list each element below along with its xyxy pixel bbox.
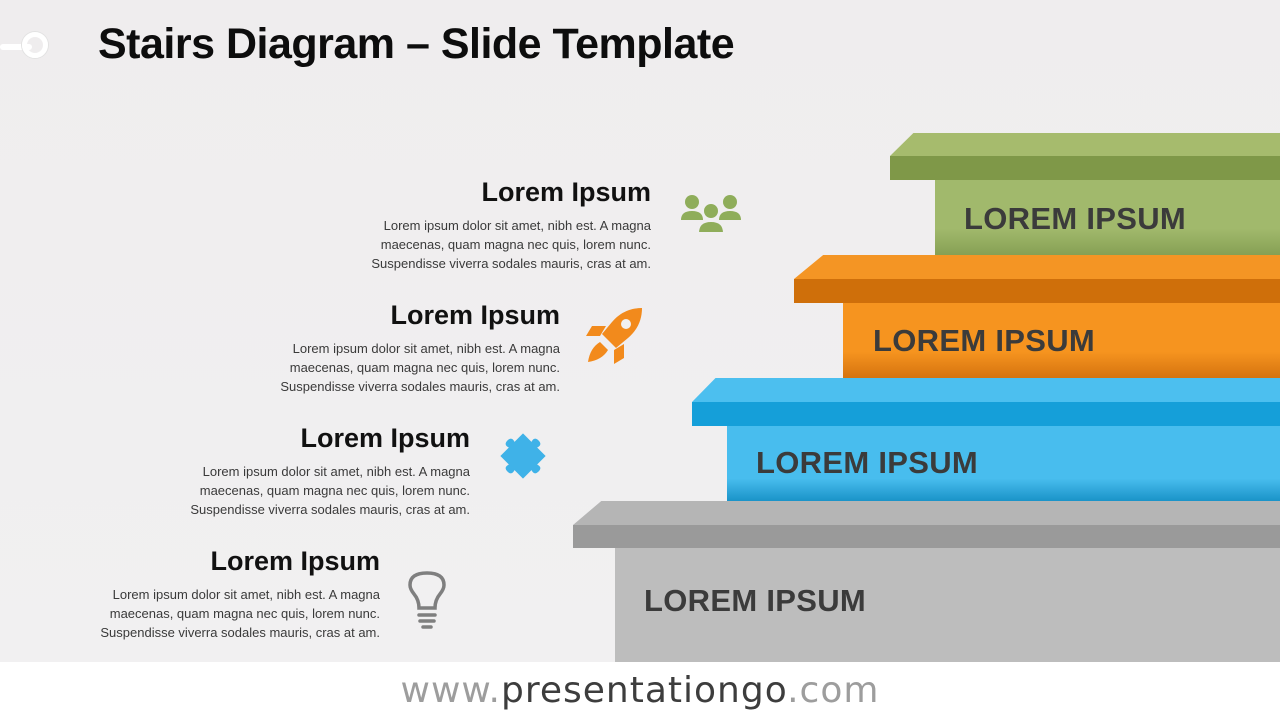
stair-step-3-label: LOREM IPSUM <box>756 445 979 480</box>
puzzle-icon <box>493 426 553 491</box>
item-1-desc-line-2: maecenas, quam magna nec quis, lorem nun… <box>380 237 651 252</box>
footer-brand-url: www.presentationgo.com <box>0 662 1280 720</box>
item-2-desc-line-3: Suspendisse viverra sodales mauris, cras… <box>280 379 560 394</box>
stair-step-3: LOREM IPSUM <box>692 378 1280 501</box>
title-decoration-line <box>0 44 32 50</box>
item-4-desc-line-1: Lorem ipsum dolor sit amet, nibh est. A … <box>112 587 380 602</box>
item-3: Lorem Ipsum Lorem ipsum dolor sit amet, … <box>50 423 470 519</box>
stair-step-2-ledge-front <box>794 279 1280 303</box>
item-1-desc-line-3: Suspendisse viverra sodales mauris, cras… <box>371 256 651 271</box>
stair-step-2: LOREM IPSUM <box>794 255 1280 378</box>
stair-step-2-body <box>843 303 1280 378</box>
item-2-description: Lorem ipsum dolor sit amet, nibh est. A … <box>140 339 560 396</box>
item-1-desc-line-1: Lorem ipsum dolor sit amet, nibh est. A … <box>383 218 651 233</box>
item-4-heading: Lorem Ipsum <box>210 546 380 576</box>
footer-brand: presentationgo <box>501 670 788 711</box>
stair-step-3-ledge-front <box>692 402 1280 426</box>
item-3-description: Lorem ipsum dolor sit amet, nibh est. A … <box>50 462 470 519</box>
stair-step-4-ledge <box>573 501 1280 548</box>
item-2: Lorem Ipsum Lorem ipsum dolor sit amet, … <box>140 300 560 396</box>
footer-prefix: www. <box>400 670 501 711</box>
stair-step-2-ledge <box>794 255 1280 303</box>
lightbulb-icon <box>406 570 448 637</box>
stair-step-3-body <box>727 426 1280 501</box>
item-4-desc-line-3: Suspendisse viverra sodales mauris, cras… <box>100 625 380 640</box>
item-3-desc-line-3: Suspendisse viverra sodales mauris, cras… <box>190 502 470 517</box>
stair-step-4-ledge-top <box>573 501 1280 525</box>
footer-suffix: .com <box>787 670 880 711</box>
stair-step-1-ledge-front <box>890 156 1280 180</box>
stair-step-3-ledge-top <box>692 378 1280 402</box>
stair-step-1: LOREM IPSUM <box>890 133 1280 255</box>
stair-step-1-ledge-top <box>890 133 1280 156</box>
item-1: Lorem Ipsum Lorem ipsum dolor sit amet, … <box>231 177 651 273</box>
item-2-heading: Lorem Ipsum <box>390 300 560 330</box>
item-3-heading: Lorem Ipsum <box>300 423 470 453</box>
item-4-desc-line-2: maecenas, quam magna nec quis, lorem nun… <box>109 606 380 621</box>
stair-step-3-ledge <box>692 378 1280 426</box>
stair-step-4: LOREM IPSUM <box>573 501 1280 662</box>
item-2-desc-line-1: Lorem ipsum dolor sit amet, nibh est. A … <box>292 341 560 356</box>
rocket-icon <box>584 304 646 371</box>
stair-step-4-label: LOREM IPSUM <box>644 583 867 618</box>
item-2-desc-line-2: maecenas, quam magna nec quis, lorem nun… <box>289 360 560 375</box>
item-1-heading: Lorem Ipsum <box>481 177 651 207</box>
stair-step-4-body <box>615 548 1280 662</box>
stair-step-2-label: LOREM IPSUM <box>873 323 1096 358</box>
title-decoration-ring <box>22 32 48 58</box>
item-1-description: Lorem ipsum dolor sit amet, nibh est. A … <box>231 216 651 273</box>
slide-title: Stairs Diagram – Slide Template <box>98 20 735 68</box>
people-icon <box>680 192 742 239</box>
stair-step-1-body <box>935 180 1280 255</box>
stair-step-2-ledge-top <box>794 255 1280 279</box>
item-3-desc-line-1: Lorem ipsum dolor sit amet, nibh est. A … <box>202 464 470 479</box>
stair-step-1-label: LOREM IPSUM <box>964 201 1187 236</box>
item-4: Lorem Ipsum Lorem ipsum dolor sit amet, … <box>0 546 380 642</box>
item-3-desc-line-2: maecenas, quam magna nec quis, lorem nun… <box>199 483 470 498</box>
item-4-description: Lorem ipsum dolor sit amet, nibh est. A … <box>0 585 380 642</box>
stair-step-4-ledge-front <box>573 525 1280 548</box>
stair-step-1-ledge <box>890 133 1280 180</box>
slide-canvas: Stairs Diagram – Slide Template LOREM IP… <box>0 0 1280 662</box>
